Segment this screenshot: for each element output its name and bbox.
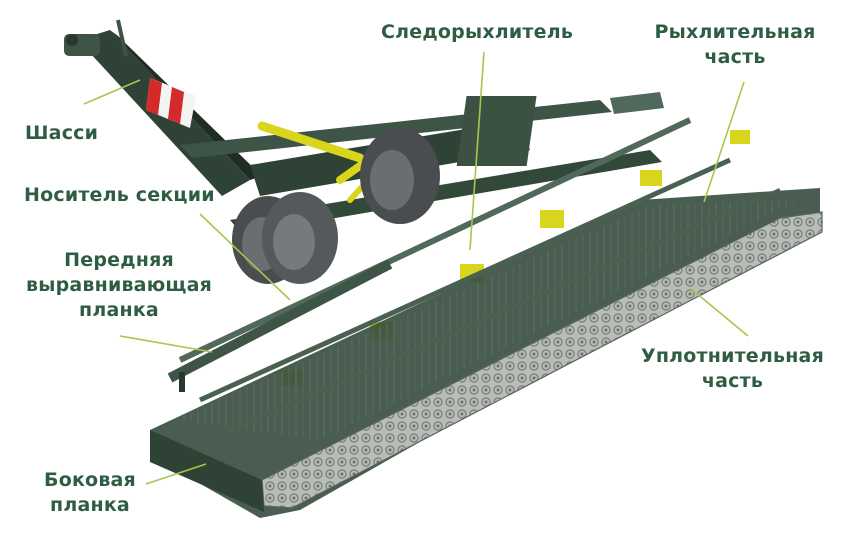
label-section-carrier-text: Носитель секции	[24, 184, 215, 206]
label-compaction-part-line2: часть	[701, 370, 764, 392]
label-loosening-part: Рыхлительная часть	[640, 20, 830, 70]
leader-compaction-part	[689, 287, 749, 337]
label-chassis: Шасси	[25, 121, 98, 146]
warning-stripe	[168, 87, 184, 124]
label-section-carrier: Носитель секции	[24, 183, 215, 208]
label-compaction-part: Уплотнительная часть	[630, 344, 835, 394]
label-side-plank-line1: Боковая	[44, 469, 136, 491]
leader-loosening-part	[703, 81, 745, 203]
drawbar	[64, 19, 262, 196]
leader-side-plank	[145, 463, 207, 485]
label-front-leveler-line3: планка	[79, 299, 159, 321]
leader-front-leveler	[119, 335, 213, 353]
leader-chassis	[83, 79, 141, 105]
leader-lines	[83, 51, 749, 485]
warning-stripe	[146, 78, 162, 115]
label-side-plank: Боковая планка	[30, 468, 150, 518]
working-bed	[150, 117, 823, 518]
label-chassis-text: Шасси	[25, 122, 99, 144]
label-front-leveler-line1: Передняя	[64, 249, 174, 271]
label-front-leveler: Передняя выравнивающая планка	[14, 248, 224, 323]
leader-track-loosener	[469, 51, 485, 251]
leader-section-carrier	[199, 213, 291, 301]
label-loosening-part-line2: часть	[704, 46, 766, 68]
label-loosening-part-line1: Рыхлительная	[654, 21, 816, 43]
label-compaction-part-line1: Уплотнительная	[641, 345, 824, 367]
label-front-leveler-line2: выравнивающая	[25, 274, 213, 296]
label-track-loosener: Следорыхлитель	[381, 20, 573, 45]
transport-wheels	[232, 128, 440, 284]
label-track-loosener-text: Следорыхлитель	[381, 21, 574, 43]
label-side-plank-line2: планка	[50, 494, 130, 516]
